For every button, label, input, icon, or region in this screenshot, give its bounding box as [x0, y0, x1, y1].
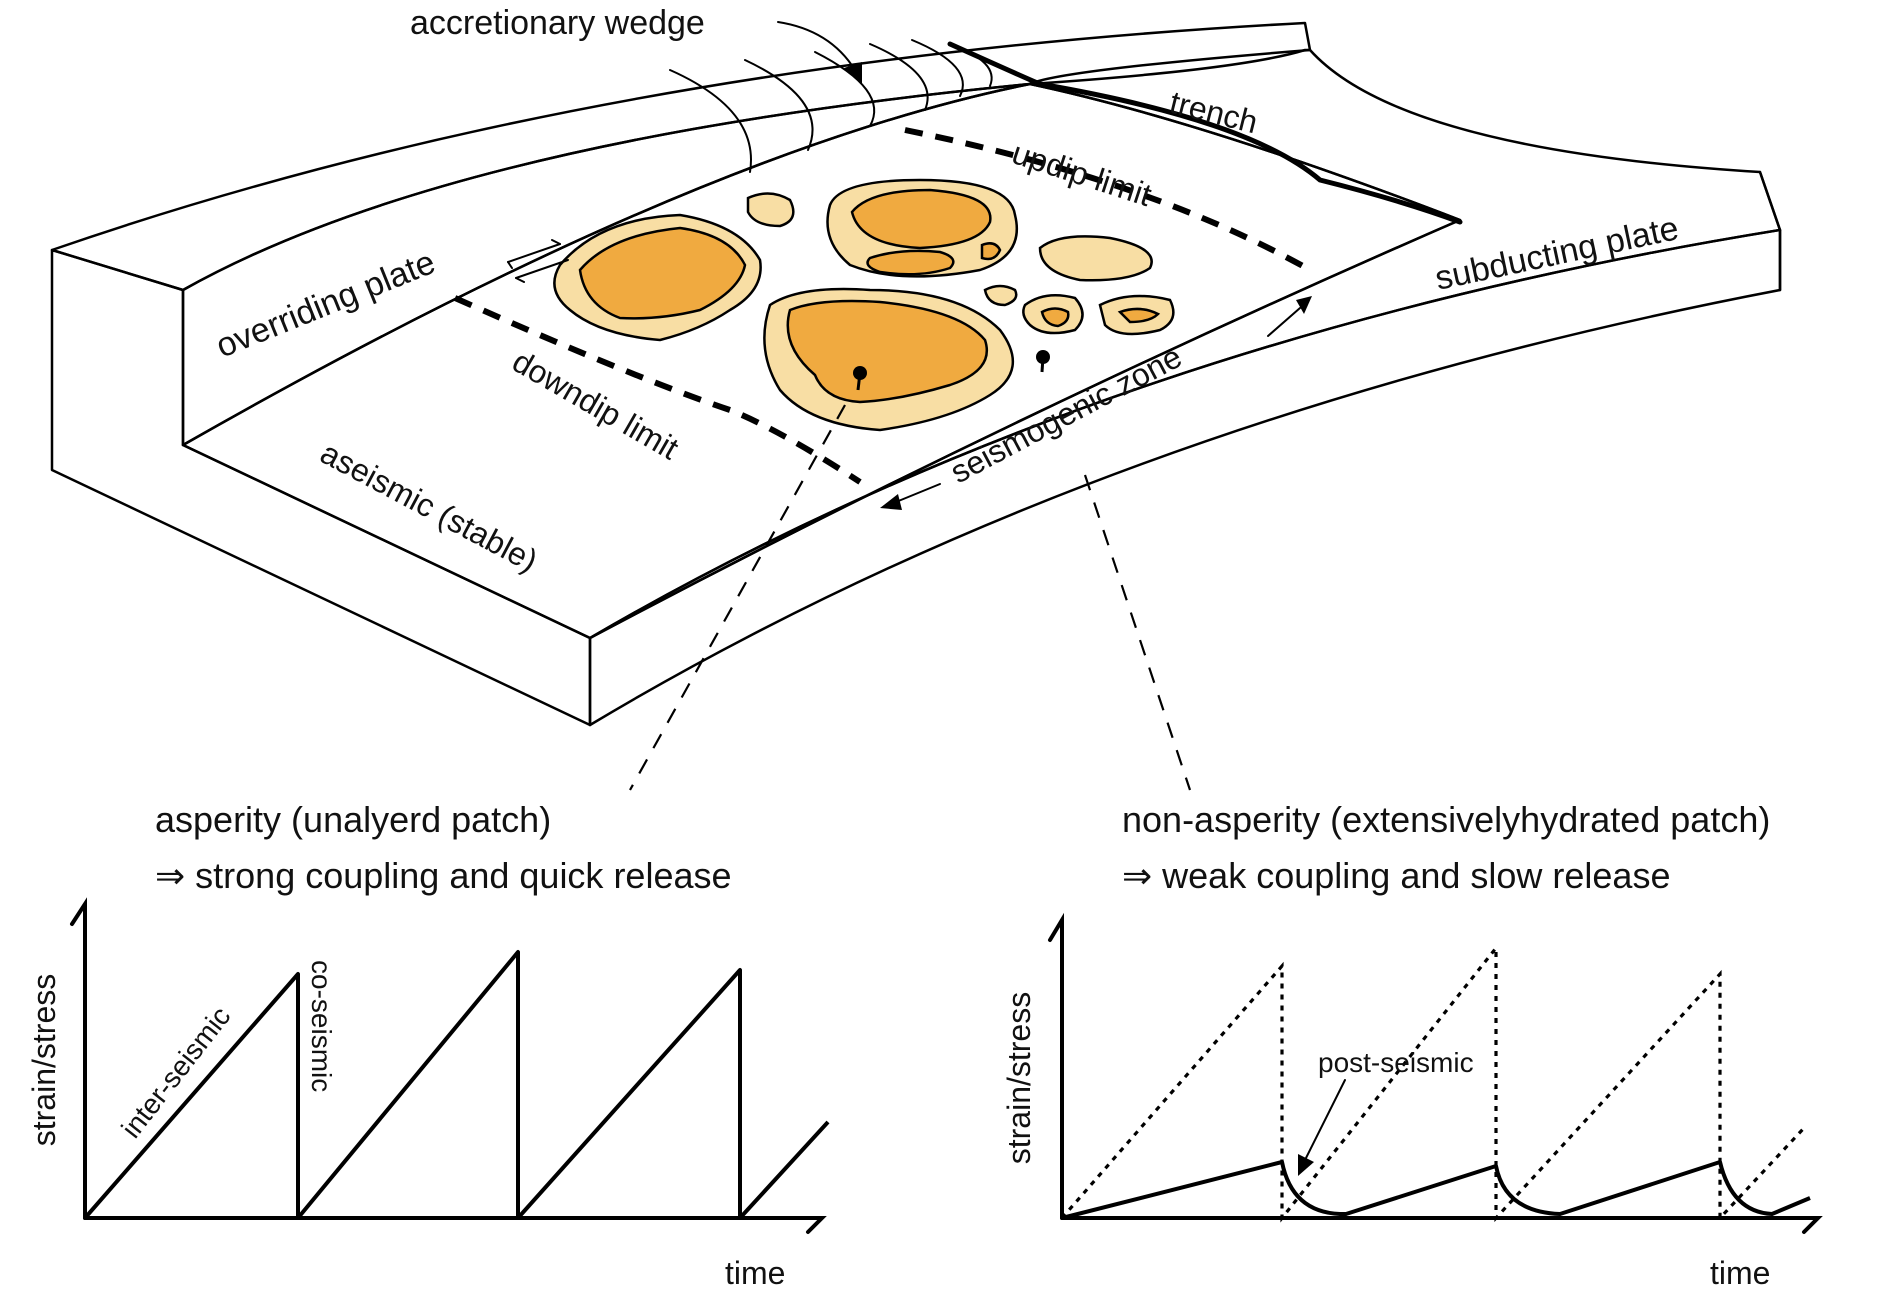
non-asperity-post-seismic-label: post-seismic — [1318, 1047, 1474, 1078]
asperity-patches — [553, 178, 1175, 432]
post-seismic-arrow — [1304, 1079, 1346, 1161]
asperity-x-axis — [83, 1216, 827, 1234]
non-asperity-xlabel: time — [1710, 1255, 1770, 1291]
block-diagram: accretionary wedge trench updip limit su… — [50, 4, 1782, 791]
label-trench: trench — [1166, 84, 1261, 140]
leader-to-non-asperity-panel — [1083, 474, 1192, 791]
seismogenic-arrow-right — [1267, 307, 1301, 337]
subducting-plate-front-face — [588, 228, 1782, 727]
asperity-title: asperity (unalyerd patch) — [155, 799, 551, 840]
asperity-inter-seismic-label: inter-seismic — [115, 1001, 236, 1144]
hypocenter-non-asperity-stem — [1040, 356, 1045, 373]
leader-to-asperity-panel — [629, 404, 846, 791]
label-updip-limit: updip limit — [1008, 134, 1156, 213]
non-asperity-subtitle: ⇒ weak coupling and slow release — [1122, 855, 1670, 896]
asperity-panel: asperity (unalyerd patch) ⇒ strong coupl… — [26, 799, 830, 1291]
wedge-arrowhead — [844, 62, 862, 84]
asperity-subtitle: ⇒ strong coupling and quick release — [155, 855, 732, 896]
label-downdip-limit: downdip limit — [507, 343, 685, 467]
seismogenic-arrowhead-right — [1296, 296, 1312, 314]
non-asperity-dotted-reference — [1060, 943, 1806, 1223]
seismogenic-arrowhead-left — [880, 494, 902, 510]
updip-limit-line — [904, 127, 1312, 273]
label-aseismic: aseismic (stable) — [315, 434, 544, 578]
trench-line — [947, 41, 1463, 225]
asperity-ylabel: strain/stress — [26, 974, 62, 1146]
asperity-co-seismic-label: co-seismic — [306, 960, 337, 1092]
post-seismic-arrowhead — [1298, 1154, 1314, 1176]
asperity-sawtooth — [83, 950, 830, 1220]
accretionary-wedge-faults — [669, 39, 993, 173]
non-asperity-title: non-asperity (extensivelyhydrated patch) — [1122, 799, 1770, 840]
shear-sense-arrows — [507, 239, 569, 283]
non-asperity-panel: non-asperity (extensivelyhydrated patch)… — [1001, 799, 1823, 1291]
non-asperity-y-axis — [1048, 912, 1064, 1220]
asperity-xlabel: time — [725, 1255, 785, 1291]
downdip-limit-line — [453, 295, 862, 485]
hypocenter-asperity-stem — [856, 372, 862, 391]
label-overriding-plate: overriding plate — [211, 243, 441, 365]
subducting-plate-end — [1758, 170, 1782, 292]
non-asperity-ylabel: strain/stress — [1001, 992, 1037, 1164]
wedge-arrow — [777, 21, 856, 71]
label-subducting-plate: subducting plate — [1432, 209, 1682, 298]
seismogenic-arrow-left — [895, 483, 941, 503]
asperity-y-axis — [70, 897, 87, 1220]
non-asperity-x-axis — [1060, 1216, 1823, 1234]
non-asperity-solid-curve — [1061, 1160, 1811, 1220]
label-accretionary-wedge: accretionary wedge — [410, 4, 705, 42]
